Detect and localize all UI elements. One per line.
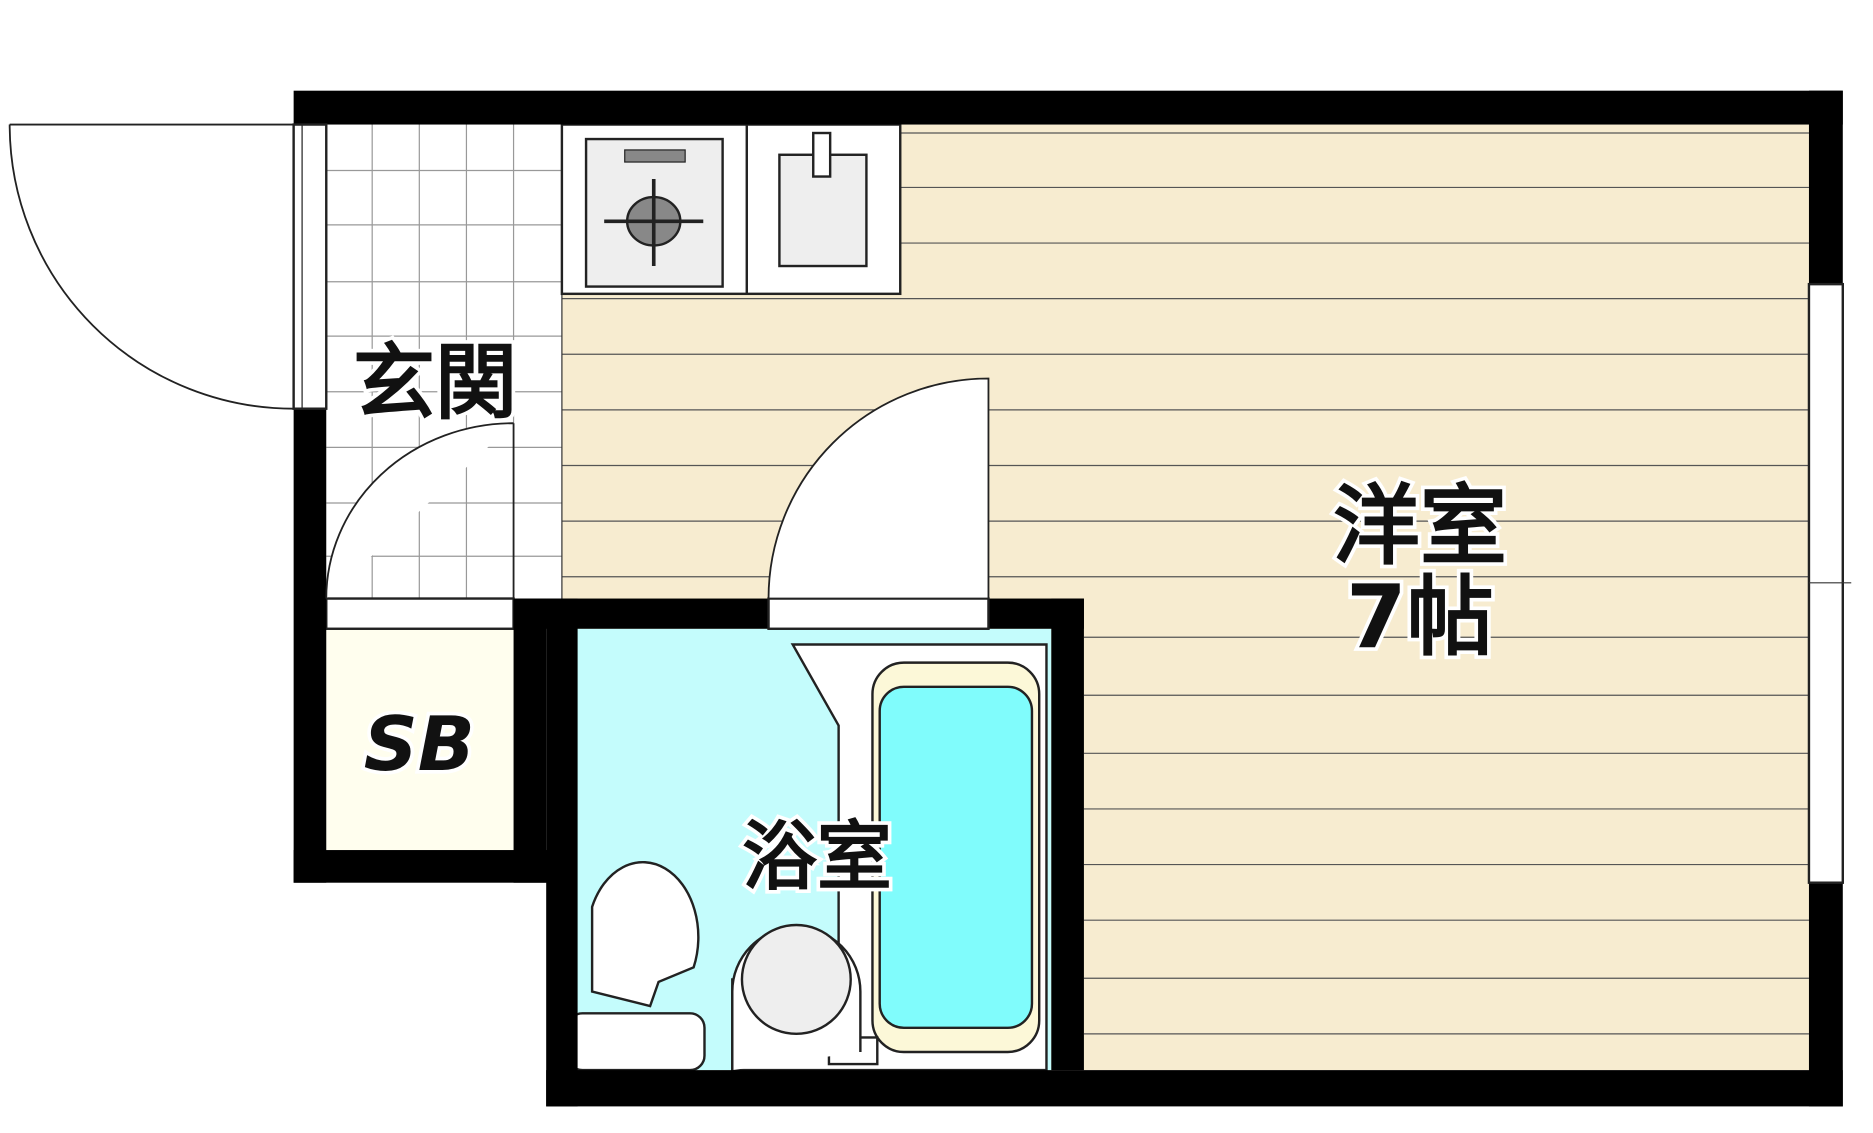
entrance-door-frame (292, 123, 328, 410)
western-room-size: 7帖 (1346, 566, 1494, 668)
entrance-tiles (326, 124, 563, 599)
bathroom-label: 浴室 (742, 813, 892, 901)
western-room-label: 洋室 (1333, 475, 1507, 577)
bathroom-door-opening (767, 597, 990, 630)
stove-icon (584, 137, 724, 288)
interior-door-swing[interactable] (325, 422, 515, 599)
toilet-icon (566, 861, 706, 1072)
sink-icon (778, 131, 868, 268)
entrance-label: 玄関 (353, 336, 517, 431)
entrance-door-swing[interactable] (8, 123, 294, 410)
washbasin-icon (731, 923, 862, 1071)
room-door-swing[interactable] (767, 377, 990, 600)
shoe-box (326, 628, 514, 851)
shoe-box-opening (325, 597, 515, 630)
shoe-box-label: SB (364, 700, 475, 788)
kitchen-counter (560, 123, 902, 296)
bathtub-icon (731, 643, 1048, 1072)
